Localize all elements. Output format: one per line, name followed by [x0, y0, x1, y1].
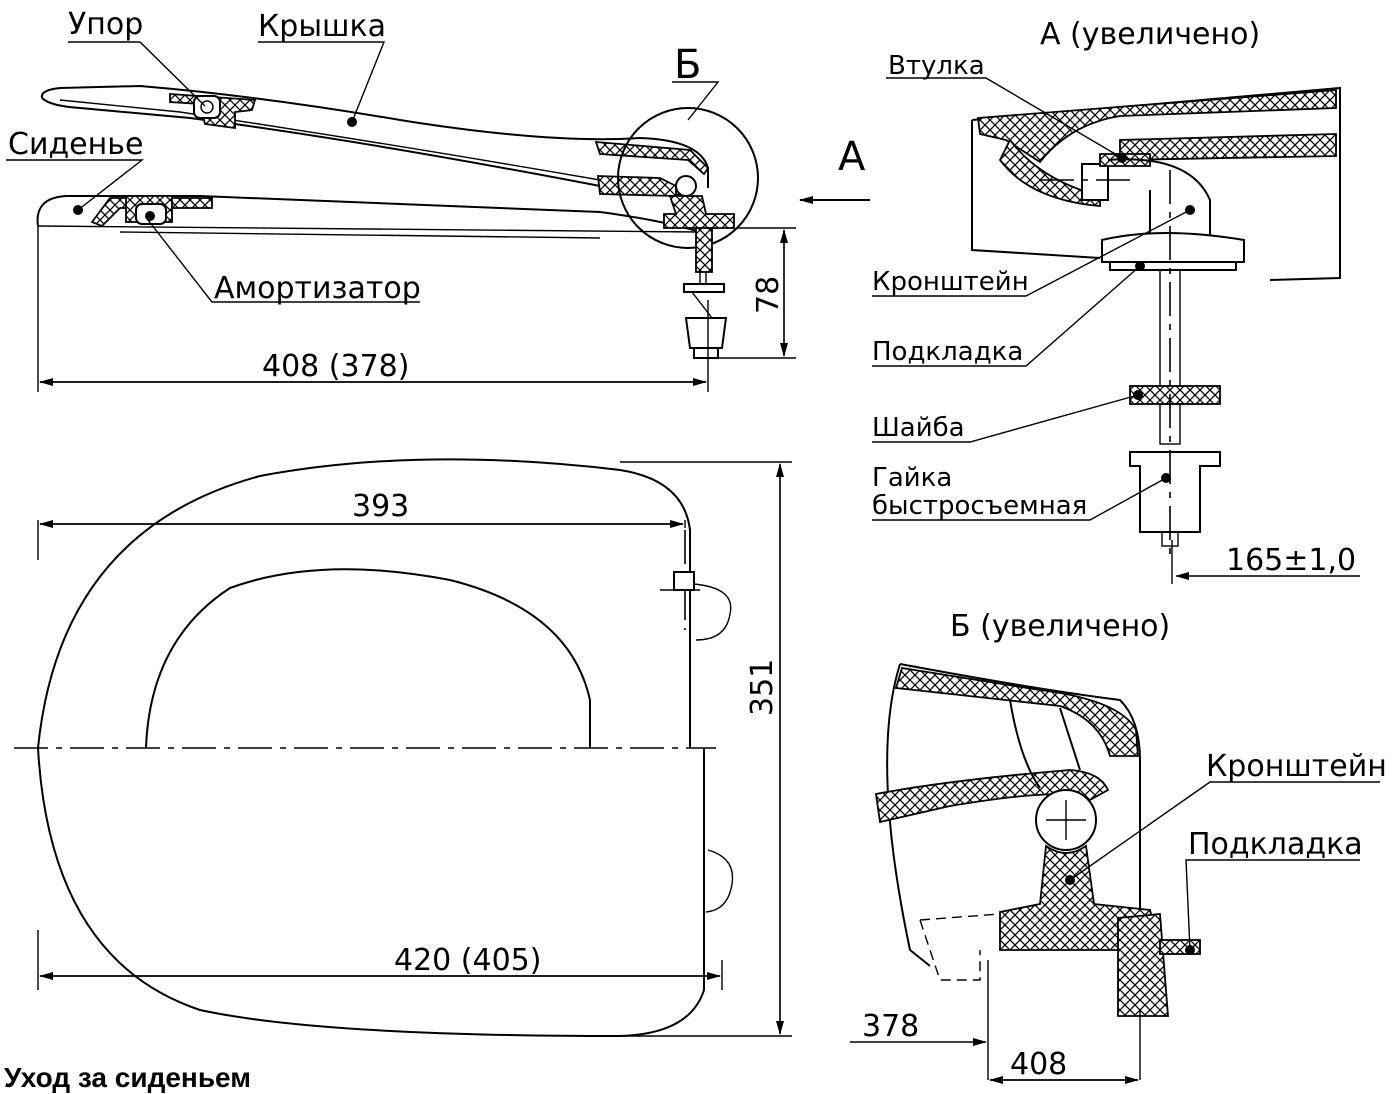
dim-side-length: 408 (378)	[262, 349, 409, 384]
label-kronshtein-b: Кронштейн	[1206, 749, 1387, 784]
seat-shape	[36, 195, 701, 239]
label-view-a-marker: А	[838, 134, 866, 180]
detail-b	[850, 663, 1380, 1084]
label-podkladka-b: Подкладка	[1188, 827, 1363, 862]
detail-a	[872, 77, 1360, 584]
label-upor: Упор	[68, 7, 143, 42]
label-gaika-line1: Гайка	[872, 463, 952, 493]
dim-top-length: 393	[352, 489, 409, 524]
detail-b-title: Б (увеличено)	[950, 609, 1170, 644]
label-shaiba: Шайба	[872, 413, 965, 443]
top-view	[14, 458, 792, 1038]
label-gaika-line2: быстросъемная	[872, 491, 1087, 521]
label-sidenye: Сиденье	[8, 127, 143, 162]
footer-caption: Уход за сиденьем	[4, 1062, 251, 1093]
dim-bottom-length: 420 (405)	[394, 943, 541, 978]
label-amortizator: Амортизатор	[214, 271, 421, 306]
hinge-assembly	[617, 107, 759, 359]
label-kryshka: Крышка	[258, 9, 386, 44]
dim-side-height: 78	[751, 276, 786, 314]
label-vtulka: Втулка	[888, 51, 985, 81]
label-kronshtein-a: Кронштейн	[872, 267, 1029, 297]
label-section-b-marker: Б	[674, 42, 701, 88]
side-view	[6, 41, 870, 392]
dim-width: 351	[745, 659, 780, 716]
detail-a-title: А (увеличено)	[1040, 17, 1260, 52]
label-podkladka-a: Подкладка	[872, 337, 1023, 367]
dim-detail-408: 408	[1010, 1047, 1067, 1082]
dim-detail-378: 378	[862, 1009, 919, 1044]
dim-bolt-spacing: 165±1,0	[1226, 543, 1356, 578]
